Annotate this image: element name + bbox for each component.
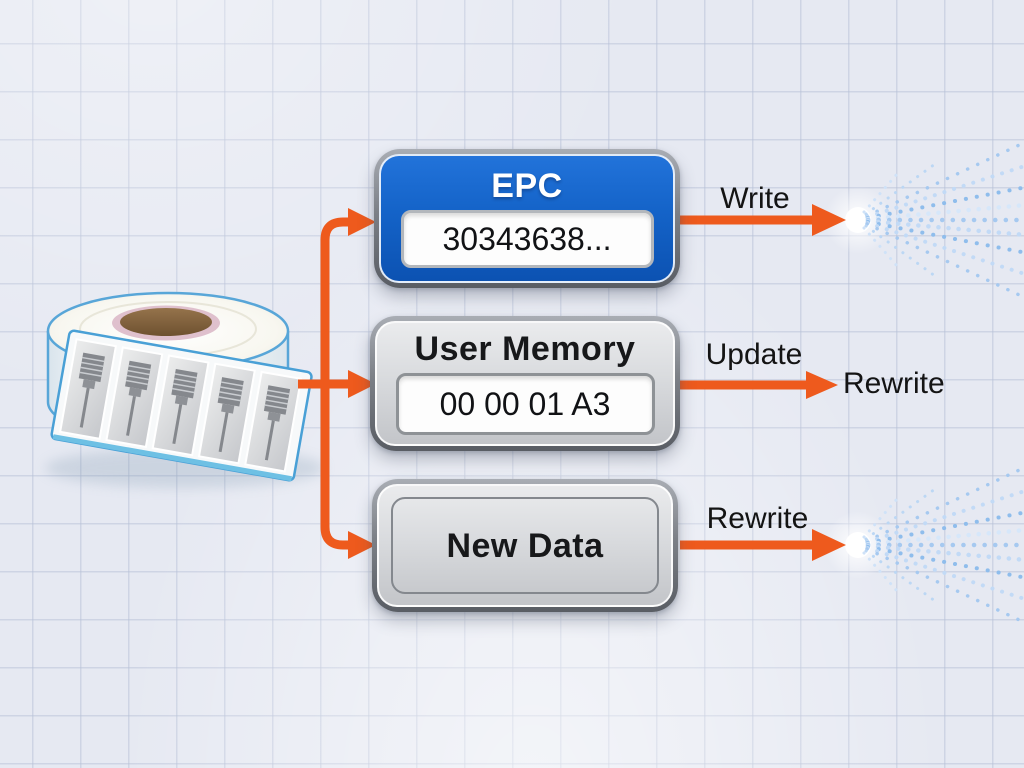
new-data-box-inner: New Data [377,484,673,607]
arrowhead-update-icon [806,371,838,399]
new-data-title: New Data [446,526,604,565]
dot-burst-icon-top [824,140,1024,300]
rfid-inlay-icons [59,338,303,473]
arrow-line-to-new-data [320,384,348,550]
rewrite-result-label: Rewrite [843,367,945,400]
write-label: Write [720,182,790,215]
epc-memory-box: EPC 30343638... [374,149,680,288]
user-memory-value-field: 00 00 01 A3 [395,373,655,435]
rewrite-label: Rewrite [706,502,809,535]
update-label: Update [705,338,803,371]
epc-title: EPC [491,167,563,205]
rfid-label-roll-icon [45,291,325,488]
arrowhead-write-icon [812,204,846,236]
new-data-box: New Data [372,479,678,612]
arrowhead-rewrite-icon [812,529,846,561]
epc-memory-box-inner: EPC 30343638... [379,154,675,283]
user-memory-box: User Memory 00 00 01 A3 [370,316,680,451]
arrowheads [348,204,846,561]
arrowhead-user-memory-icon [348,370,376,398]
user-memory-box-inner: User Memory 00 00 01 A3 [375,321,675,446]
epc-value-field: 30343638... [400,210,654,268]
arrowhead-new-data-icon [348,531,376,559]
rfid-label-strip [50,329,313,482]
connector-arrows [298,215,814,550]
dot-burst-icon-bottom [824,465,1024,625]
arrow-line-to-epc [320,217,348,384]
arrowhead-epc-icon [348,208,376,236]
user-memory-title: User Memory [414,330,636,368]
